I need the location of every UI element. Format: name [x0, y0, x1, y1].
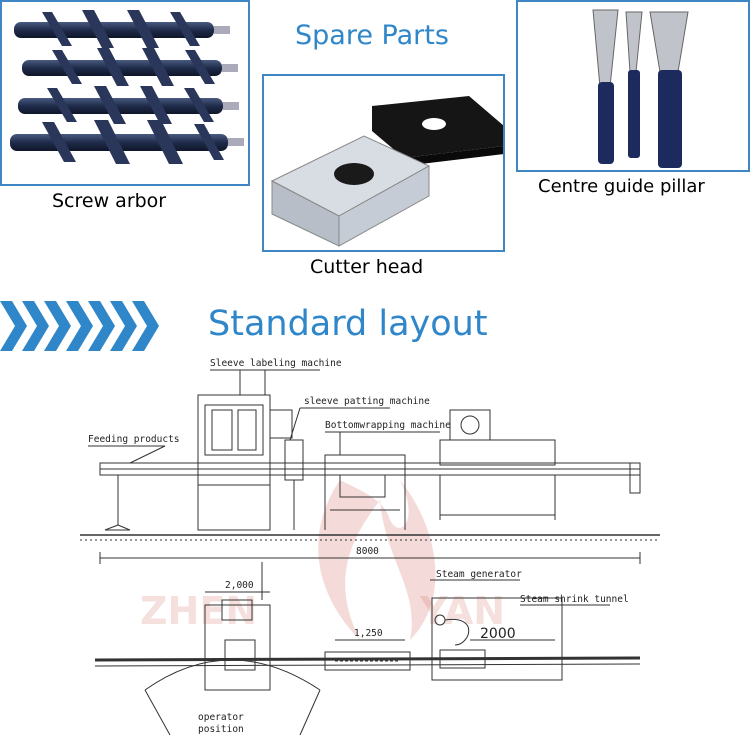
watermark-flame-icon: [318, 480, 436, 640]
standard-layout-title: Standard layout: [208, 304, 488, 344]
cutter-head-caption: Cutter head: [310, 256, 424, 278]
label-feeding-products: Feeding products: [88, 434, 180, 445]
dimension-2000-tunnel: 2000: [480, 626, 516, 642]
label-operator-position: operator position: [198, 712, 244, 735]
label-bottom-wrapping-machine: Bottomwrapping machine: [325, 420, 451, 431]
centre-guide-pillar-caption: Centre guide pillar: [538, 176, 705, 197]
label-sleeve-patting-machine: sleeve patting machine: [304, 396, 430, 407]
watermark-left: ZHEN: [140, 589, 257, 633]
centre-guide-pillar-drawing: [592, 9, 689, 168]
dimension-8000: 8000: [356, 546, 379, 557]
centre-guide-pillar-photo: [516, 0, 750, 172]
cutter-head-photo: [262, 74, 505, 252]
label-steam-shrink-tunnel: Steam shrink tunnel: [520, 594, 629, 605]
spare-parts-title: Spare Parts: [295, 20, 449, 51]
chevron-arrows-icon: [0, 301, 159, 351]
cutter-head-drawing: [270, 96, 503, 247]
label-steam-generator: Steam generator: [436, 569, 522, 580]
label-sleeve-labeling-machine: Sleeve labeling machine: [210, 358, 342, 369]
screw-arbor-caption: Screw arbor: [52, 190, 167, 212]
dimension-1250: 1,250: [354, 628, 383, 639]
screw-arbor-photo: [0, 0, 250, 186]
dimension-2000-left: 2,000: [225, 580, 254, 591]
watermark-right: YAN: [419, 589, 505, 633]
screw-arbor-drawing: [10, 10, 244, 164]
